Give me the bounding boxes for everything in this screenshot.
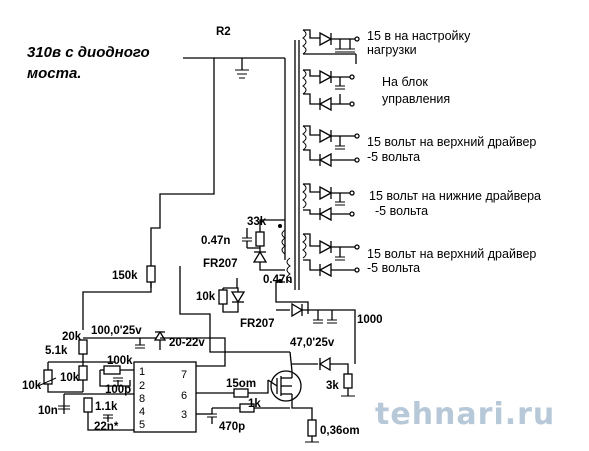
fr207-b-label: FR207 xyxy=(240,318,275,330)
c047n-b-label: 0.47n xyxy=(263,274,292,286)
ic-pin-2: 2 xyxy=(139,380,145,392)
r51k-label: 5.1k xyxy=(45,345,68,357)
c33k-label: 33k xyxy=(247,216,267,228)
mosfet-stage xyxy=(207,351,319,443)
header-line-2: моста. xyxy=(27,65,81,82)
output-5-line-a: 15 вольт на верхний драйвер xyxy=(367,247,536,261)
output-1-line-a: 15 в на настройку xyxy=(367,29,471,43)
r036-label: 0,36om xyxy=(320,425,360,437)
output-4-line-b: -5 вольта xyxy=(375,204,428,218)
output-1-line-b: нагрузки xyxy=(367,43,417,57)
ic-pin-1: 1 xyxy=(139,366,145,378)
r1k-label: 1k xyxy=(248,398,261,410)
secondary-block-2 xyxy=(302,69,355,112)
fr207-a-label: FR207 xyxy=(203,258,238,270)
r10k-c-label: 10k xyxy=(60,372,80,384)
r11k-label: 1.1k xyxy=(95,401,118,413)
secondary-block-3 xyxy=(302,125,360,168)
ic-pin-8: 8 xyxy=(139,393,145,405)
snubber-network xyxy=(242,219,285,271)
feedback-path xyxy=(292,356,355,397)
output-3-line-b: -5 вольта xyxy=(367,150,420,164)
r100k-label: 100k xyxy=(107,355,133,367)
c470p-label: 470p xyxy=(219,421,245,433)
ic-pin-7: 7 xyxy=(181,369,187,381)
vcc-supply xyxy=(83,330,356,364)
ic-pin-3: 3 xyxy=(181,409,187,421)
r3k-label: 3k xyxy=(326,380,339,392)
header-line-1: 310в с диодного xyxy=(27,44,150,61)
aux-supply-network xyxy=(179,266,309,353)
r2-label: R2 xyxy=(216,26,231,38)
transformer xyxy=(278,40,300,290)
pwm-controller-ic: 1 2 8 4 5 7 6 3 xyxy=(133,352,234,433)
r10k-a-label: 10k xyxy=(196,291,216,303)
r150k-label: 150k xyxy=(112,270,138,282)
ic-pin-4: 4 xyxy=(139,406,145,418)
output-3-line-a: 15 вольт на верхний драйвер xyxy=(367,135,536,149)
feedback-rectifier xyxy=(276,302,356,350)
watermark: tehnari.ru xyxy=(375,397,555,432)
input-supply-wiring xyxy=(150,57,286,288)
r15om-label: 15om xyxy=(226,378,256,390)
output-5-line-b: -5 вольта xyxy=(367,261,420,275)
secondary-block-1 xyxy=(302,29,360,64)
c1000-label: 1000 xyxy=(357,314,383,326)
r10k-b-label: 10k xyxy=(22,380,42,392)
secondary-block-5 xyxy=(302,233,360,278)
secondary-block-4 xyxy=(302,183,355,222)
c47-label: 47,0'25v xyxy=(290,337,335,349)
zener-label: 20-22v xyxy=(169,337,205,349)
c047n-a-label: 0.47n xyxy=(201,235,230,247)
timing-network xyxy=(37,339,145,431)
output-2-line-b: управления xyxy=(382,92,450,106)
c100-label: 100,0'25v xyxy=(91,325,142,337)
output-4-line-a: 15 вольт на нижние драйвера xyxy=(369,189,541,203)
c22n-label: 22n* xyxy=(94,421,119,433)
ic-pin-5: 5 xyxy=(139,419,145,431)
startup-resistor xyxy=(82,265,156,330)
c100p-label: 100p xyxy=(105,384,131,396)
r20k-label: 20k xyxy=(62,331,82,343)
output-2-line-a: На блок xyxy=(382,75,428,89)
ic-pin-6: 6 xyxy=(181,390,187,402)
c10n-label: 10n xyxy=(38,405,58,417)
